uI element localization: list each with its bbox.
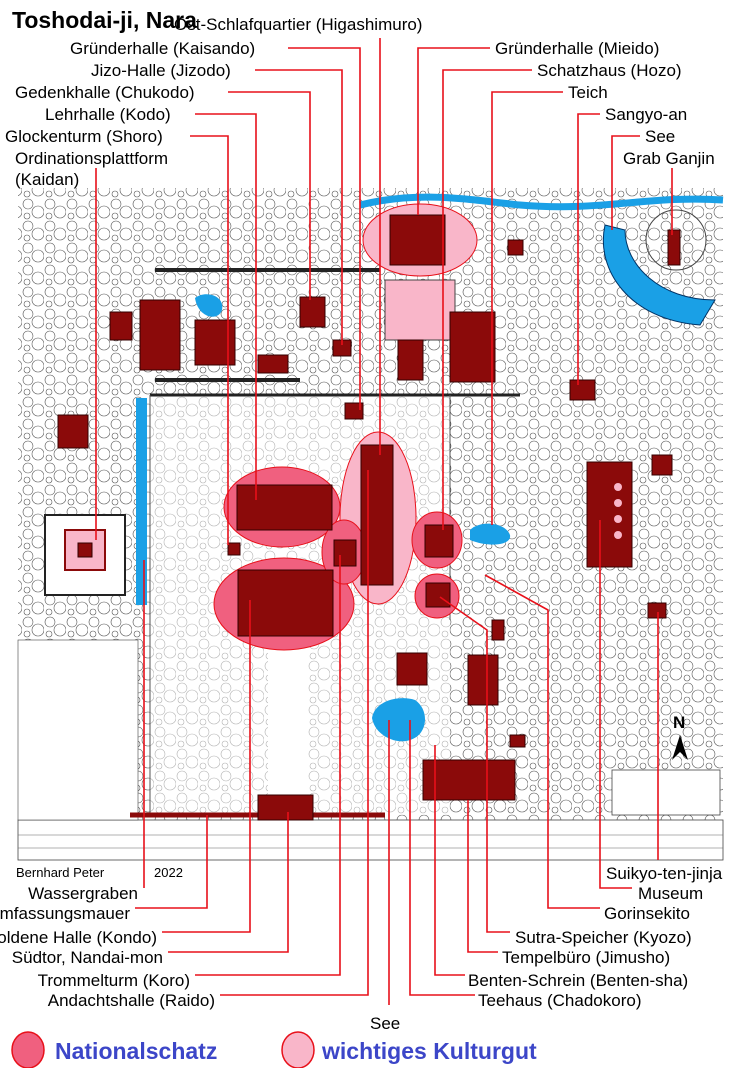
buildings: [44, 209, 707, 821]
building-nandaimon: [257, 794, 314, 821]
north-arrow: N: [672, 713, 688, 760]
legend: Nationalschatz wichtiges Kulturgut: [11, 1031, 537, 1068]
credit-year: 2022: [154, 865, 183, 880]
north-label: N: [673, 713, 685, 732]
label-ganjin: Grab Ganjin: [623, 149, 715, 168]
building-kodo: [236, 484, 333, 531]
label-kyozo: Sutra-Speicher (Kyozo): [515, 928, 692, 947]
building-sangyoan: [569, 379, 596, 401]
water: [136, 193, 724, 742]
label-shoro: Glockenturm (Shoro): [5, 127, 163, 146]
building-kondo: [237, 569, 334, 637]
pond-see-ne: [602, 224, 716, 326]
credit-author: Bernhard Peter: [16, 865, 105, 880]
legend-swatch-national: [11, 1031, 45, 1068]
label-kaidan-2: (Kaidan): [15, 170, 79, 189]
label-chadokoro: Teehaus (Chadokoro): [478, 991, 641, 1010]
building-mieido: [389, 214, 446, 266]
label-kaisando: Gründerhalle (Kaisando): [70, 39, 255, 58]
pond-teich: [470, 523, 511, 545]
label-jimusho: Tempelbüro (Jimusho): [502, 948, 670, 967]
label-mauer: Umfassungsmauer: [0, 904, 130, 923]
label-see-s: See: [370, 1014, 400, 1033]
building-koro: [333, 539, 357, 567]
label-museum: Museum: [638, 884, 703, 903]
label-gorinsekito: Gorinsekito: [604, 904, 690, 923]
label-see-ne: See: [645, 127, 675, 146]
label-mieido: Gründerhalle (Mieido): [495, 39, 659, 58]
moat: [136, 398, 147, 570]
labels-bottom: Wassergraben Umfassungsmauer Goldene Hal…: [0, 864, 723, 1033]
gorinsekito-marker: [491, 619, 505, 641]
building-shoro: [227, 542, 241, 556]
kaidan-platform: [44, 514, 126, 596]
label-kondo: Goldene Halle (Kondo): [0, 928, 157, 947]
building-kaisando: [344, 402, 364, 420]
legend-swatch-cultural: [281, 1031, 315, 1068]
label-teich: Teich: [568, 83, 608, 102]
label-suikyo: Suikyo-ten-jinja: [606, 864, 723, 883]
label-raido: Andachtshalle (Raido): [48, 991, 215, 1010]
building-higashimuro: [360, 444, 394, 586]
building-hozo: [424, 524, 454, 558]
leader-lines: [95, 38, 673, 1005]
label-wassergraben: Wassergraben: [28, 884, 138, 903]
building-kyozo: [425, 582, 451, 608]
pond-see-s: [372, 698, 426, 742]
label-hozo: Schatzhaus (Hozo): [537, 61, 682, 80]
label-bentensha: Benten-Schrein (Benten-sha): [468, 971, 688, 990]
label-chukodo: Gedenkhalle (Chukodo): [15, 83, 195, 102]
label-higashimuro: Ost-Schlafquartier (Higashimuro): [174, 15, 422, 34]
building-suikyo: [647, 602, 667, 619]
legend-label-cultural: wichtiges Kulturgut: [321, 1038, 537, 1064]
building-chukodo: [299, 296, 326, 328]
map-title: Toshodai-ji, Nara: [12, 7, 197, 33]
label-kaidan: Ordinationsplattform: [15, 149, 168, 168]
ganjin-tomb: [667, 229, 681, 266]
labels-top: Ost-Schlafquartier (Higashimuro) Gründer…: [5, 15, 715, 189]
label-jizodo: Jizo-Halle (Jizodo): [91, 61, 231, 80]
building-jimusho: [422, 759, 516, 801]
label-koro: Trommelturm (Koro): [38, 971, 190, 990]
label-kodo: Lehrhalle (Kodo): [45, 105, 171, 124]
label-nandaimon: Südtor, Nandai-mon: [12, 948, 163, 967]
legend-label-national: Nationalschatz: [55, 1038, 217, 1064]
label-sangyoan: Sangyo-an: [605, 105, 687, 124]
building-museum: [586, 461, 633, 568]
